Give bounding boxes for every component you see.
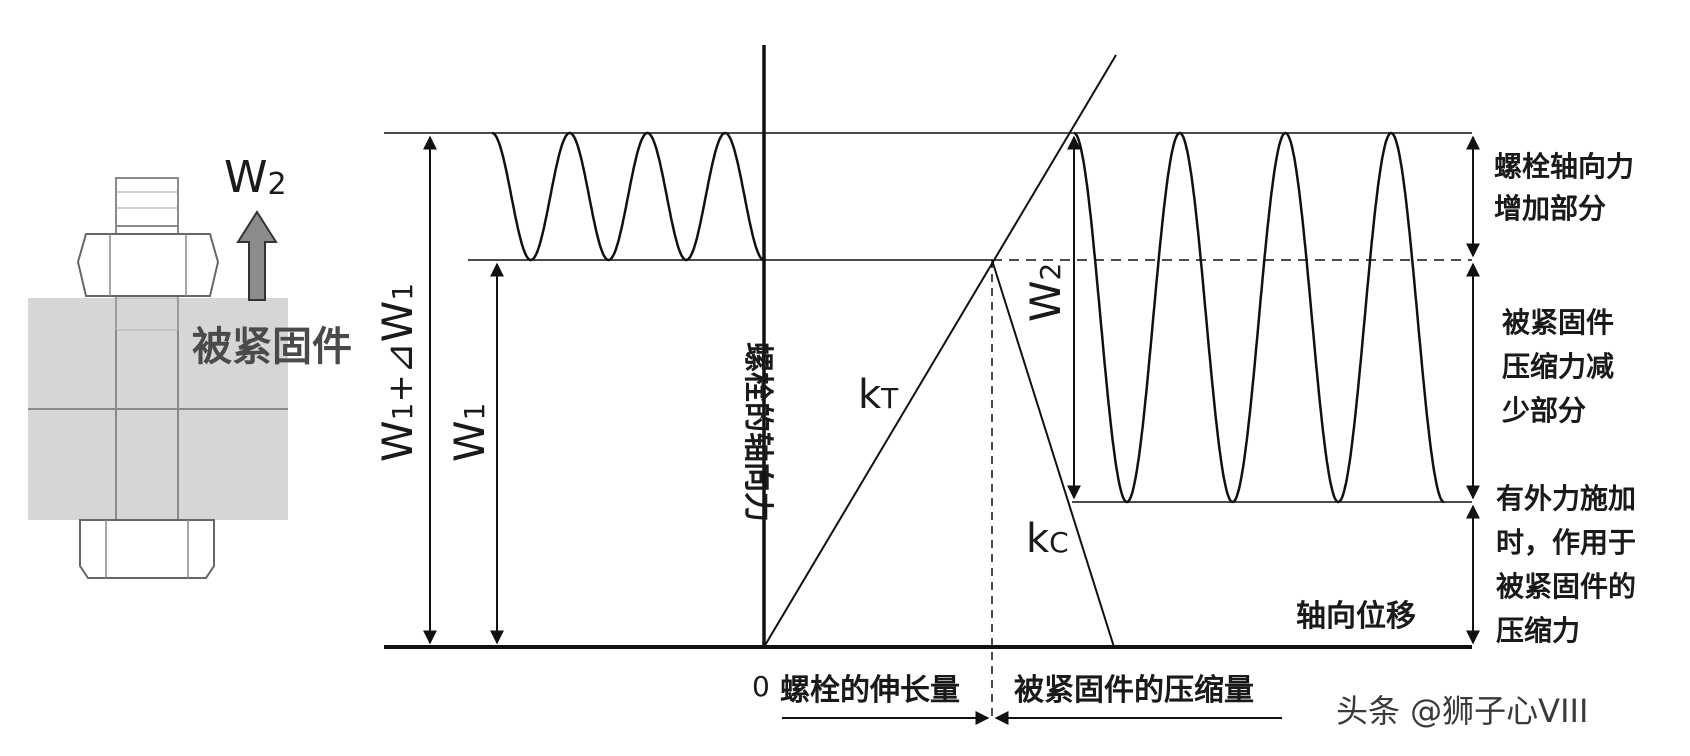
kc-label: kC	[1026, 516, 1069, 562]
note-bolt-increase-2: 增加部分	[1494, 192, 1606, 225]
note-part-decrease-1: 被紧固件	[1502, 306, 1614, 339]
note-external-3: 被紧固件的	[1496, 570, 1636, 603]
axial-displacement-label: 轴向位移	[1296, 599, 1416, 634]
watermark: 头条 @狮子心VIII	[1336, 692, 1588, 730]
w1-total-label: W1+⊿W1	[373, 283, 422, 462]
part-compression-label: 被紧固件的压缩量	[1014, 673, 1254, 708]
kc-line	[991, 259, 1115, 648]
fastened-part-label: 被紧固件	[192, 324, 352, 370]
bolt-head	[79, 519, 215, 579]
bolt-illustration: W2 被紧固件	[28, 152, 352, 579]
top-nut	[76, 233, 220, 297]
external-force-arrow	[236, 210, 278, 301]
w1-label: W1	[445, 403, 494, 462]
origin-label: 0	[752, 670, 770, 703]
force-graph	[384, 45, 1480, 725]
bolt-thread-top	[115, 177, 179, 227]
y-axis-label: 螺栓的轴向力	[740, 342, 775, 522]
note-part-decrease-3: 少部分	[1502, 394, 1586, 427]
bolt-elongation-label: 螺栓的伸长量	[780, 673, 960, 708]
part-load-wave	[1073, 131, 1445, 504]
bolt-thread-inside	[115, 297, 179, 331]
bolt-load-wave	[491, 131, 765, 262]
kt-label: kT	[858, 372, 899, 418]
note-external-4: 压缩力	[1496, 614, 1580, 647]
kt-line	[763, 54, 1117, 648]
note-external-2: 时，作用于	[1496, 526, 1636, 559]
note-external-1: 有外力施加	[1496, 482, 1636, 515]
w2-label: W2	[1021, 263, 1070, 322]
note-part-decrease-2: 压缩力减	[1502, 350, 1614, 383]
right-notes: 螺栓轴向力 增加部分 被紧固件 压缩力减 少部分 有外力施加 时，作用于 被紧固…	[1494, 150, 1636, 647]
external-force-label: W2	[224, 152, 287, 203]
note-bolt-increase-1: 螺栓轴向力	[1494, 150, 1634, 183]
